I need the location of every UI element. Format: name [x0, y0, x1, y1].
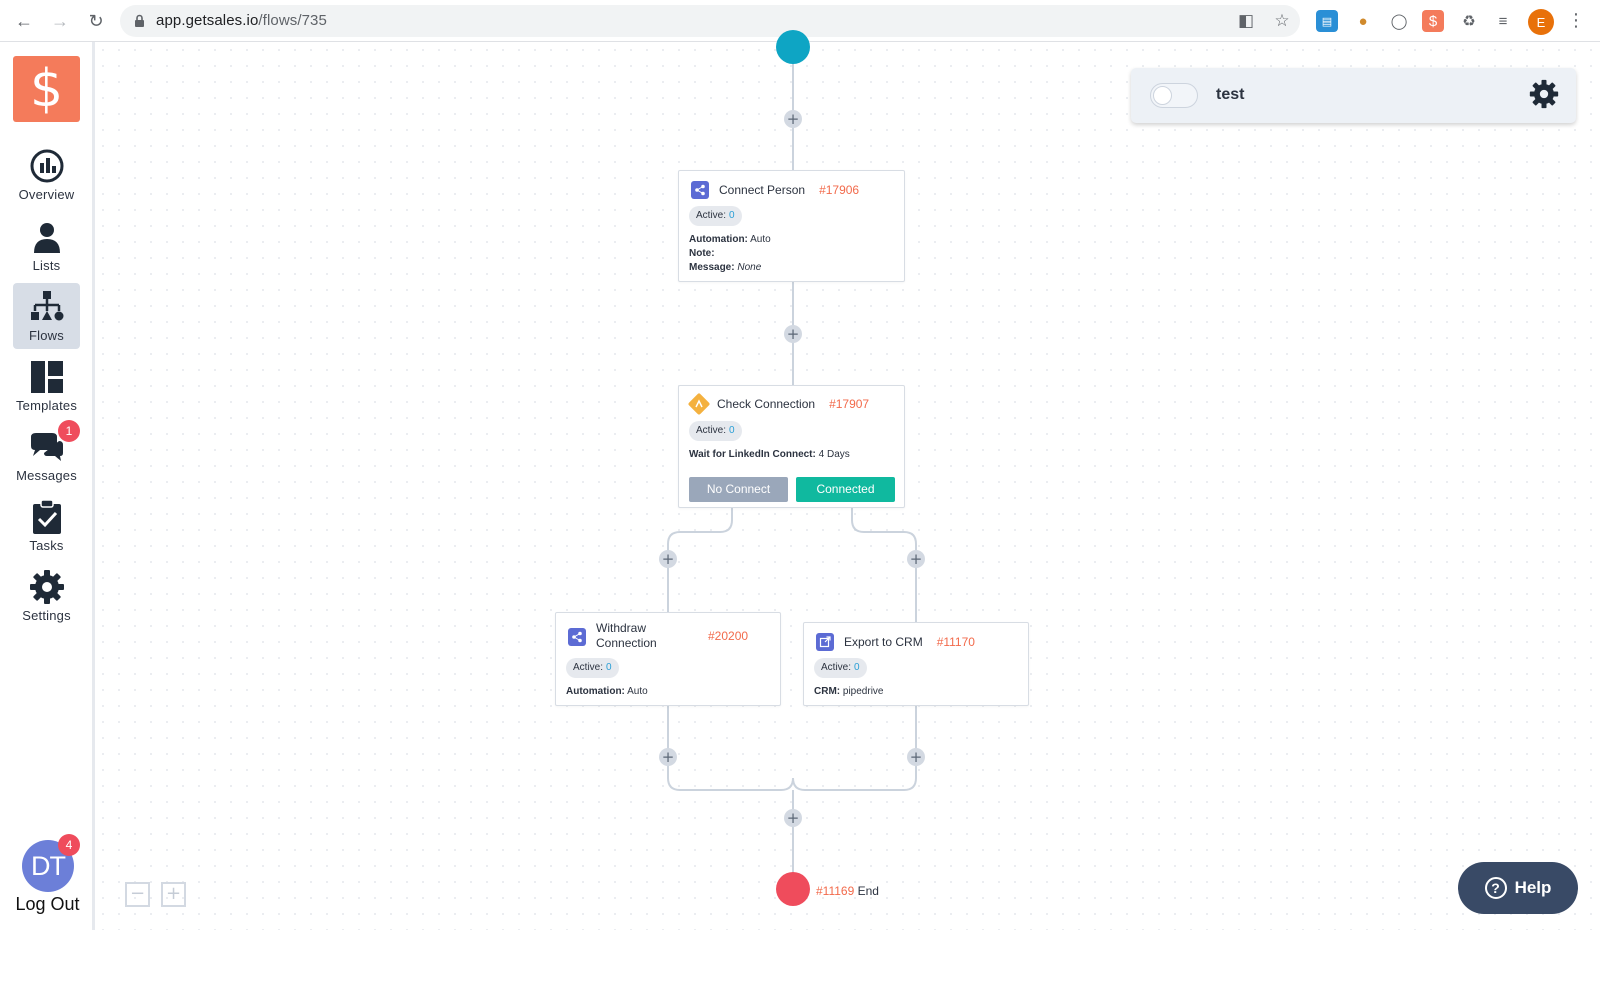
person-icon [33, 223, 60, 253]
profile-avatar[interactable]: E [1528, 9, 1554, 35]
zoom-in-button[interactable]: + [161, 882, 186, 907]
node-header: Withdraw Connection #20200 [568, 621, 748, 651]
puzzle-icon[interactable]: ♻ [1462, 13, 1476, 30]
active-count-pill: Active:0 [689, 206, 742, 226]
messages-unread-badge: 1 [58, 420, 80, 442]
flow-start-node[interactable] [776, 30, 810, 64]
code-circle-icon[interactable]: ◯ [1390, 13, 1408, 30]
url-text: app.getsales.io/flows/735 [156, 12, 327, 29]
org-chart-icon [30, 291, 63, 321]
no-connect-branch-button[interactable]: No Connect [689, 477, 788, 502]
reload-icon[interactable]: ↻ [88, 11, 104, 31]
help-button[interactable]: ? Help [1458, 862, 1578, 914]
node-title: Withdraw Connection [596, 621, 657, 650]
translate-icon[interactable]: ◧ [1237, 11, 1255, 30]
star-icon[interactable]: ☆ [1274, 11, 1290, 30]
node-details: Automation: Auto Note: Message: None [689, 234, 771, 273]
condition-diamond-icon [687, 392, 711, 416]
sidebar-item-label: Flows [29, 328, 64, 343]
sidebar-item-tasks[interactable]: Tasks [13, 493, 80, 559]
node-details: CRM: pipedrive [814, 686, 884, 697]
active-count-pill: Active:0 [689, 421, 742, 441]
node-title: Export to CRM [844, 634, 923, 649]
sidebar: $ Overview Lists Flows [0, 42, 95, 930]
toggle-knob [1153, 86, 1172, 105]
cookie-icon[interactable]: ● [1358, 12, 1368, 30]
avatar-notification-badge: 4 [58, 834, 80, 856]
add-step-button[interactable]: + [784, 110, 802, 128]
node-details: Automation: Auto [566, 686, 648, 697]
overview-icon [30, 149, 63, 183]
sidebar-item-label: Overview [18, 187, 75, 202]
flow-header-card: test [1131, 68, 1576, 123]
external-link-icon [816, 633, 834, 651]
extension-window-icon[interactable]: ▤ [1316, 10, 1338, 32]
sidebar-item-label: Messages [16, 468, 77, 483]
sidebar-item-label: Templates [15, 398, 78, 413]
end-node-label: #11169 End [816, 884, 879, 898]
add-step-button[interactable]: + [907, 748, 925, 766]
sidebar-item-lists[interactable]: Lists [13, 213, 80, 279]
flow-enable-toggle[interactable] [1150, 83, 1198, 108]
node-id: #17906 [819, 183, 860, 197]
sidebar-item-messages[interactable]: Messages 1 [13, 420, 80, 489]
sidebar-item-templates[interactable]: Templates [13, 353, 80, 419]
node-title: Check Connection [717, 396, 816, 411]
node-header: Check Connection #17907 [687, 392, 870, 416]
node-header: Connect Person #17906 [691, 181, 859, 199]
media-queue-icon[interactable]: ≡ [1498, 12, 1508, 30]
add-step-button[interactable]: + [784, 809, 802, 827]
node-header: Export to CRM #11170 [816, 633, 975, 651]
back-arrow-icon[interactable]: ← [15, 11, 33, 31]
help-label: Help [1514, 878, 1552, 897]
flow-name: test [1216, 86, 1245, 103]
node-id: #20200 [708, 629, 749, 643]
logout-button[interactable]: Log Out [15, 894, 80, 914]
getsales-extension-icon[interactable]: $ [1422, 10, 1444, 32]
zoom-out-button[interactable]: − [125, 882, 150, 907]
active-count-pill: Active:0 [566, 658, 619, 678]
sidebar-item-overview[interactable]: Overview [13, 142, 80, 208]
browser-toolbar: ← → ↻ app.getsales.io/flows/735 ◧ ☆ ▤ ● … [0, 0, 1600, 42]
add-step-button[interactable]: + [659, 748, 677, 766]
flow-settings-gear-icon[interactable] [1529, 79, 1559, 109]
grid-icon [30, 361, 63, 393]
sidebar-item-flows[interactable]: Flows [13, 283, 80, 349]
node-title: Connect Person [719, 182, 806, 197]
add-step-button[interactable]: + [784, 325, 802, 343]
question-circle-icon: ? [1484, 877, 1507, 899]
node-details: Wait for LinkedIn Connect: 4 Days [689, 449, 850, 460]
share-icon [568, 628, 586, 646]
more-menu-icon[interactable]: ⋮ [1567, 10, 1585, 30]
connect-person-node[interactable]: Connect Person #17906 Active:0 Automatio… [678, 170, 905, 282]
sidebar-item-label: Tasks [29, 538, 64, 553]
active-count-pill: Active:0 [814, 658, 867, 678]
withdraw-connection-node[interactable]: Withdraw Connection #20200 Active:0 Auto… [555, 612, 781, 706]
node-id: #17907 [829, 397, 870, 411]
sidebar-item-label: Lists [32, 258, 61, 273]
dollar-logo-icon: $ [29, 59, 64, 119]
check-connection-node[interactable]: Check Connection #17907 Active:0 Wait fo… [678, 385, 905, 508]
add-step-button[interactable]: + [907, 550, 925, 568]
gear-icon [29, 570, 64, 604]
add-step-button[interactable]: + [659, 550, 677, 568]
sidebar-item-settings[interactable]: Settings [13, 563, 80, 629]
app-logo[interactable]: $ [13, 56, 80, 122]
avatar[interactable]: DT [22, 840, 74, 892]
chat-icon [30, 433, 63, 461]
sidebar-item-label: Settings [22, 608, 71, 623]
clipboard-check-icon [32, 499, 61, 534]
connected-branch-button[interactable]: Connected [796, 477, 895, 502]
forward-arrow-icon[interactable]: → [51, 11, 69, 31]
flow-end-node[interactable] [776, 872, 810, 906]
share-icon [691, 181, 709, 199]
export-crm-node[interactable]: Export to CRM #11170 Active:0 CRM: piped… [803, 622, 1029, 706]
page-bottom-margin [0, 930, 1600, 1000]
lock-icon [135, 14, 144, 27]
node-id: #11170 [936, 635, 975, 649]
address-bar[interactable]: app.getsales.io/flows/735 ◧ ☆ [120, 5, 1300, 37]
